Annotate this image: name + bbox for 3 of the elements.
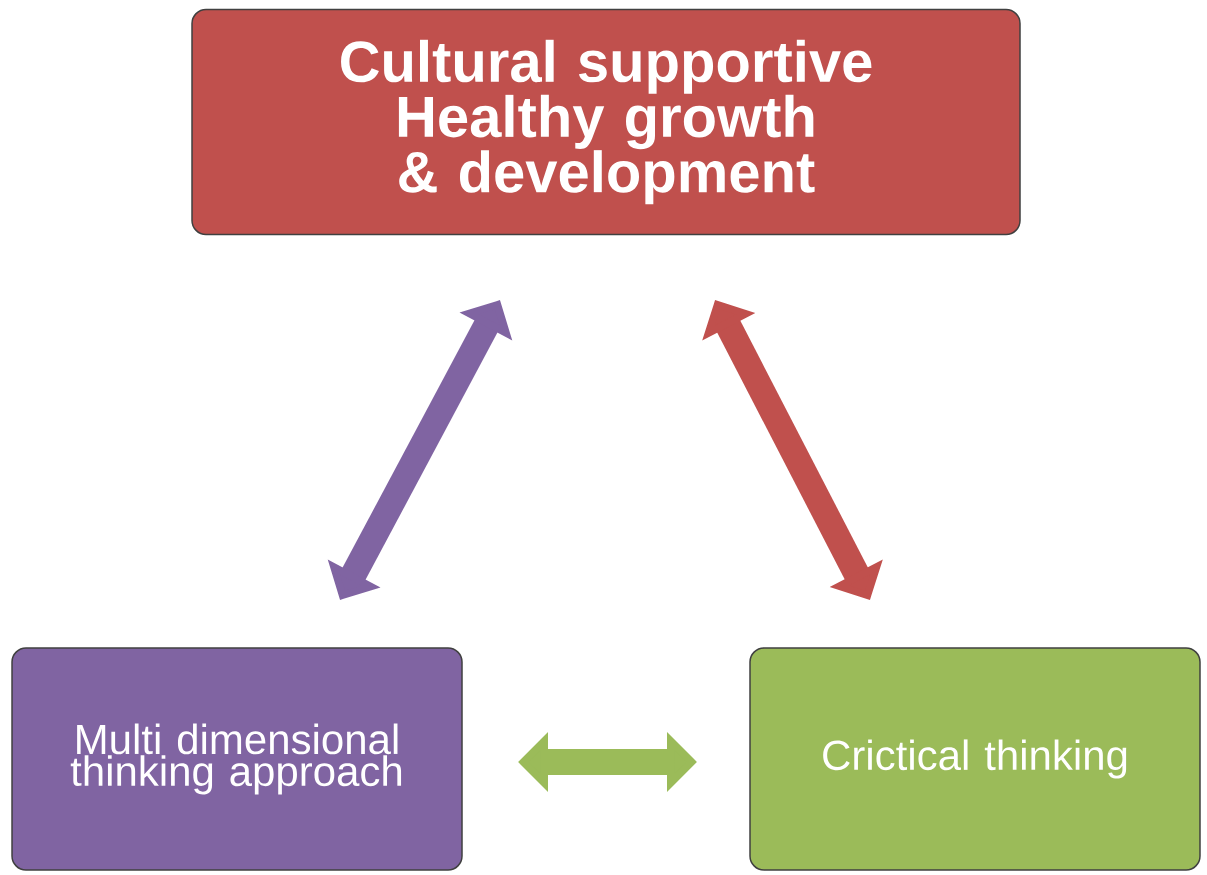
process-box: Crictical thinking <box>749 647 1201 871</box>
process-box: Cultural supportive Healthy growth & development <box>191 8 1021 236</box>
process-box: Multi dimensional thinking approach <box>11 647 463 871</box>
